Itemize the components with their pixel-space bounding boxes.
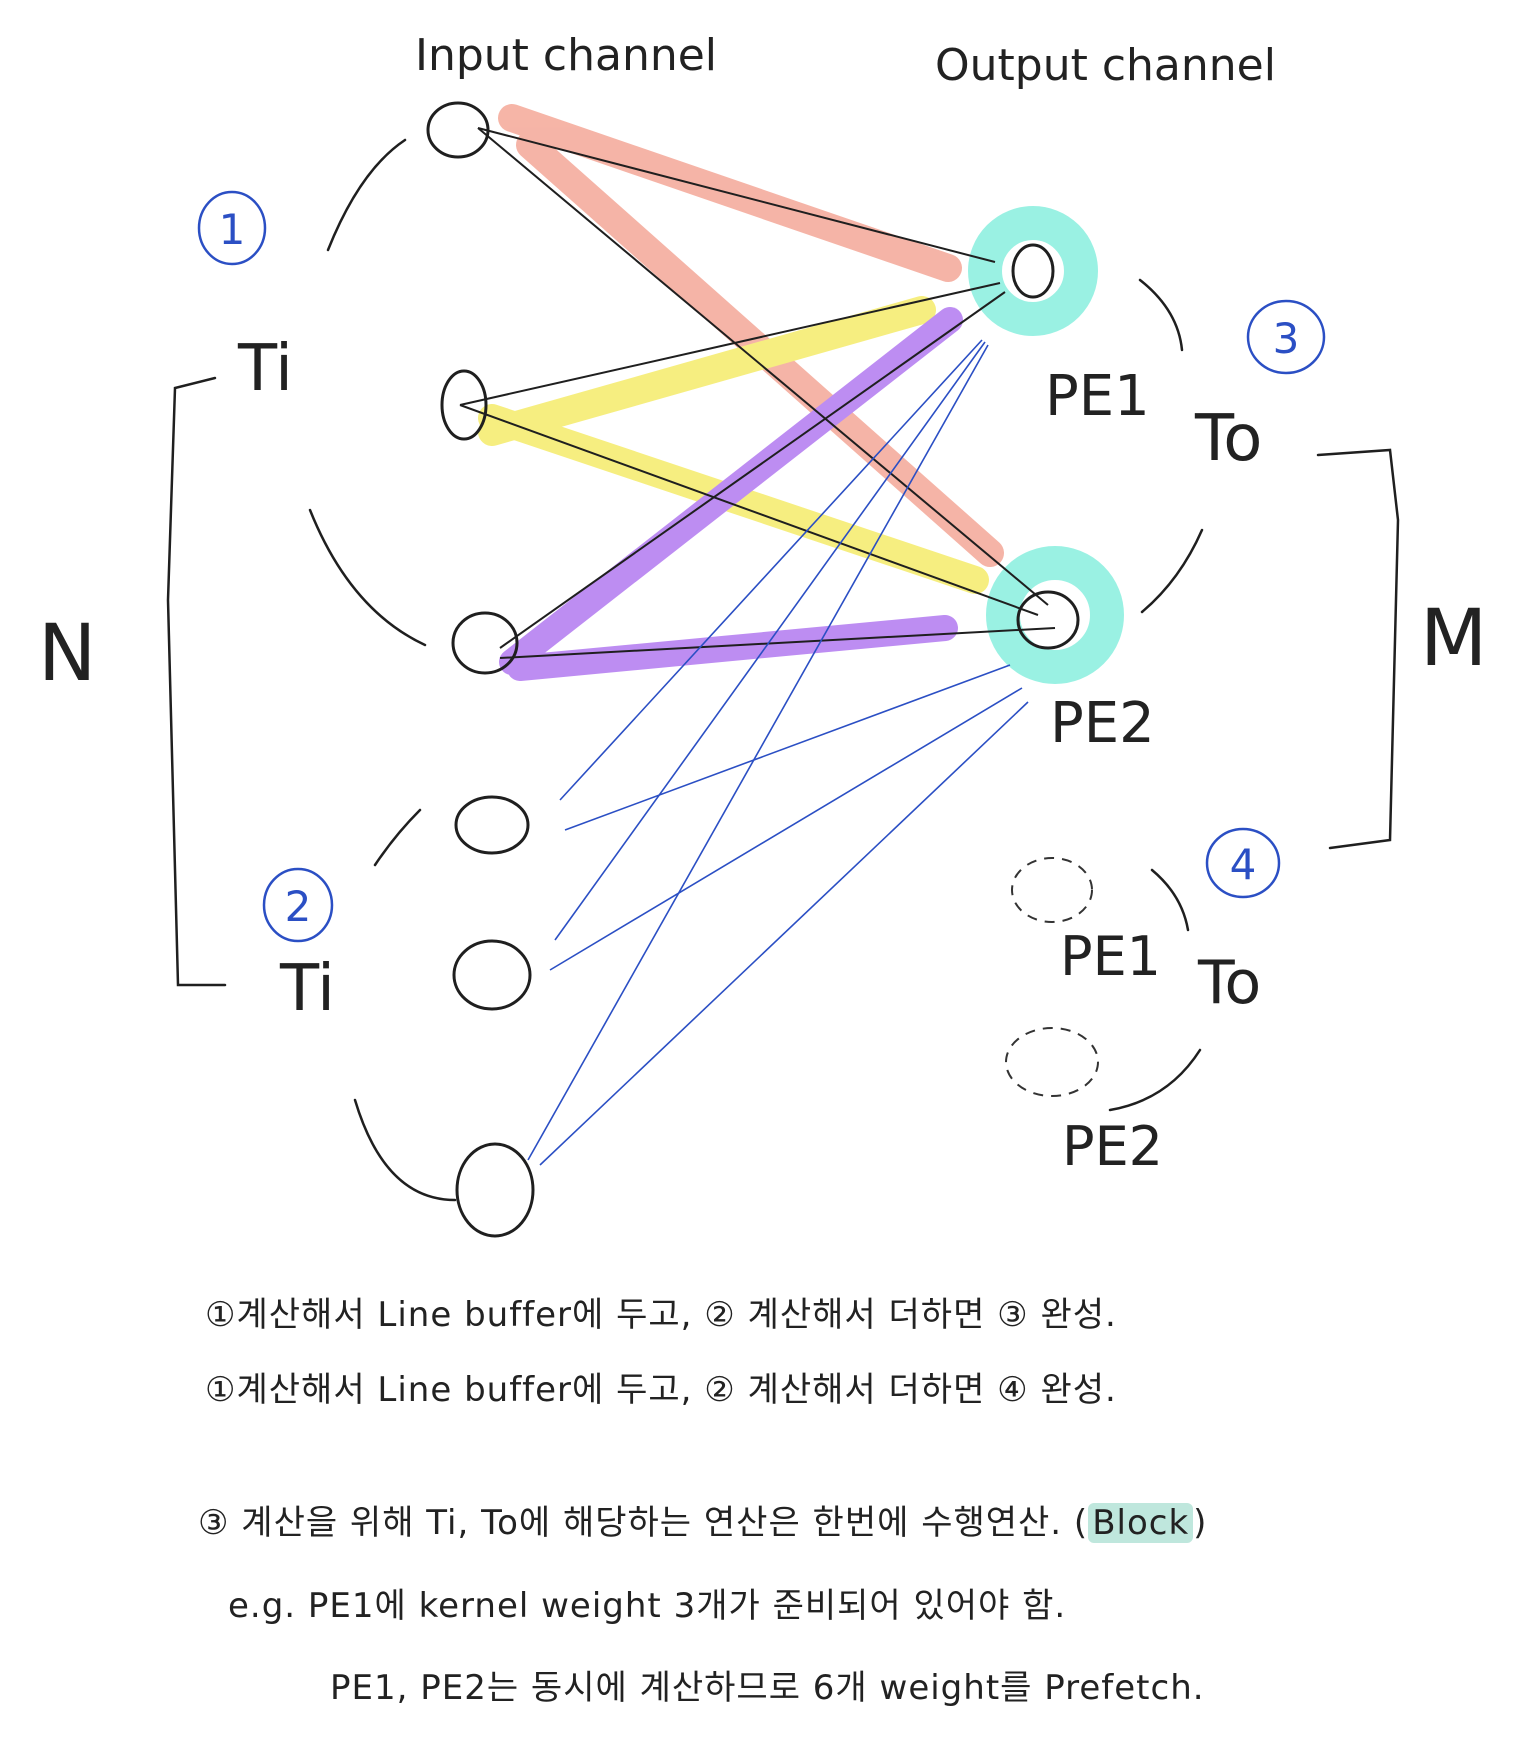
edge-in6-pe2 xyxy=(539,701,1029,1166)
pe2-ghost-label: PE2 xyxy=(1062,1115,1163,1178)
m-label: M xyxy=(1420,594,1487,684)
step-3-number: 3 xyxy=(1273,314,1300,363)
n-bracket xyxy=(166,376,227,987)
pe2-ghost-node xyxy=(1005,1027,1099,1097)
blue-connections xyxy=(527,339,1029,1166)
pe2-node xyxy=(1016,590,1080,650)
step-2-circle xyxy=(262,867,334,943)
step-3-circle xyxy=(1246,299,1326,375)
note-line-1: ①계산해서 Line buffer에 두고, ② 계산해서 더하면 ③ 완성. xyxy=(205,1295,1117,1335)
note-line-4: e.g. PE1에 kernel weight 3개가 준비되어 있어야 함. xyxy=(228,1586,1067,1626)
input-node-6 xyxy=(455,1142,535,1238)
to-top-label: To xyxy=(1194,402,1262,476)
ti-bottom-label: Ti xyxy=(279,952,335,1026)
pe-highlight-rings xyxy=(968,206,1124,684)
note-line-2: ①계산해서 Line buffer에 두고, ② 계산해서 더하면 ④ 완성. xyxy=(205,1370,1117,1410)
edge-in6-pe1 xyxy=(527,344,989,1161)
edge-in3-pe2 xyxy=(499,627,1056,659)
step-4-number: 4 xyxy=(1230,840,1257,889)
block-highlight: Block xyxy=(1088,1503,1194,1543)
ti-top-arc-upper xyxy=(326,138,407,252)
pe1-node xyxy=(1011,243,1055,299)
edge-in5-pe1 xyxy=(554,341,986,941)
pe1-ghost-label: PE1 xyxy=(1060,925,1161,988)
black-connections xyxy=(459,127,1056,659)
pe1-label: PE1 xyxy=(1045,364,1150,429)
input-nodes xyxy=(426,101,535,1238)
input-node-2 xyxy=(440,369,488,441)
n-label: N xyxy=(38,609,96,699)
edge-in5-pe2 xyxy=(549,687,1023,971)
to-top-arc-upper xyxy=(1138,278,1184,352)
pe1-ring xyxy=(968,206,1098,336)
input-node-5 xyxy=(452,939,532,1011)
yellow-highlight-1 xyxy=(478,296,936,446)
pe2-label: PE2 xyxy=(1050,691,1155,756)
edge-in3-pe1 xyxy=(499,291,1006,649)
step-1-number: 1 xyxy=(219,205,246,254)
note-line-3-suffix: ) xyxy=(1193,1503,1208,1543)
ghost-pe-nodes xyxy=(1005,857,1099,1097)
edge-in4-pe1 xyxy=(559,339,983,801)
input-node-1 xyxy=(426,101,490,159)
input-node-3 xyxy=(451,611,519,675)
edge-in2-pe1 xyxy=(459,282,1001,406)
ti-top-label: Ti xyxy=(237,332,293,406)
to-bottom-arc-lower xyxy=(1108,1048,1202,1112)
output-nodes xyxy=(1011,243,1080,650)
to-bottom-arc-upper xyxy=(1150,868,1190,932)
step-markers xyxy=(197,190,1326,943)
purple-highlight-2 xyxy=(507,615,958,681)
purple-highlight-1 xyxy=(499,307,963,675)
input-channel-header: Input channel xyxy=(415,30,717,81)
ti-bottom-arc-lower xyxy=(353,1098,457,1202)
pe1-ghost-node xyxy=(1011,857,1093,923)
note-line-5: PE1, PE2는 동시에 계산하므로 6개 weight를 Prefetch. xyxy=(330,1668,1205,1708)
output-channel-header: Output channel xyxy=(935,40,1276,91)
highlight-layer xyxy=(478,104,1004,681)
pe2-ring xyxy=(986,546,1124,684)
bracket-strokes xyxy=(166,138,1400,1202)
step-4-circle xyxy=(1205,827,1281,899)
edge-in4-pe2 xyxy=(564,664,1011,831)
edge-in1-pe2 xyxy=(477,127,1049,606)
note-line-3-prefix: ③ 계산을 위해 Ti, To에 해당하는 연산은 한번에 수행연산. ( xyxy=(198,1503,1089,1543)
step-number-text: 1 2 3 4 xyxy=(219,205,1300,931)
ti-top-arc-lower xyxy=(308,508,427,647)
to-bottom-label: To xyxy=(1197,948,1261,1018)
m-bracket xyxy=(1316,448,1400,850)
ti-bottom-arc-upper xyxy=(373,808,422,867)
input-node-4 xyxy=(454,795,530,855)
step-2-number: 2 xyxy=(285,882,312,931)
edge-in2-pe2 xyxy=(459,404,1039,616)
step-1-circle xyxy=(197,190,267,266)
edge-in1-pe1 xyxy=(477,127,996,263)
to-top-arc-lower xyxy=(1140,528,1204,614)
note-line-3: ③ 계산을 위해 Ti, To에 해당하는 연산은 한번에 수행연산. (Blo… xyxy=(198,1495,1207,1544)
